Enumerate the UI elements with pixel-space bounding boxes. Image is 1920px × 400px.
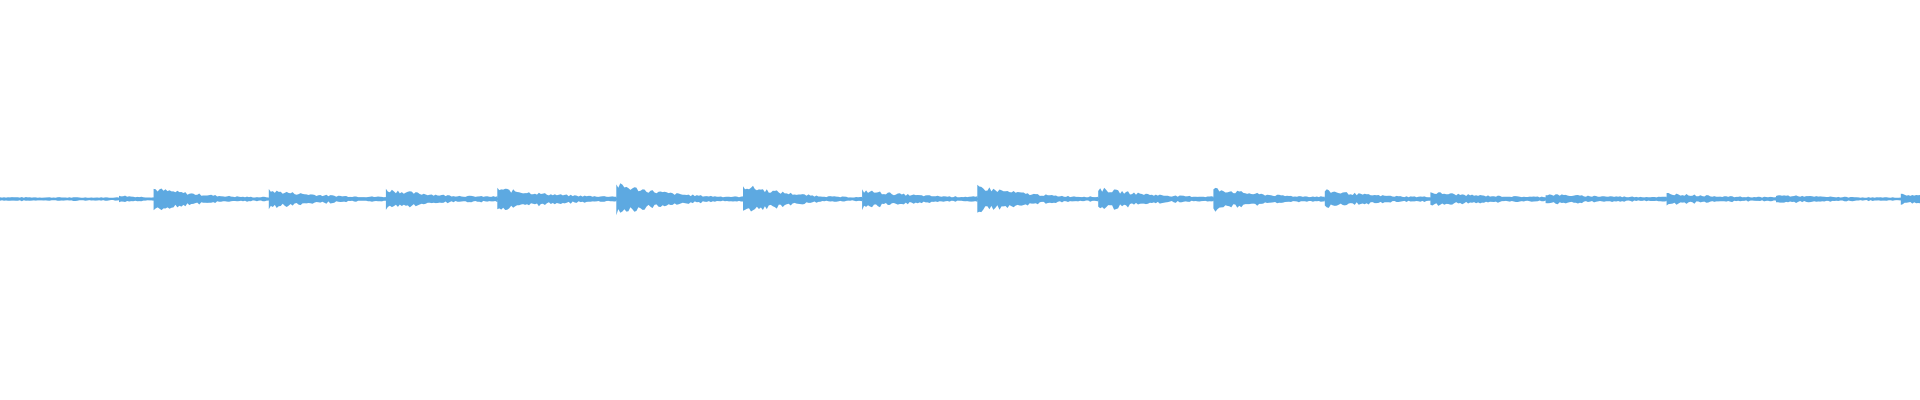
waveform-baseline <box>0 198 1920 200</box>
